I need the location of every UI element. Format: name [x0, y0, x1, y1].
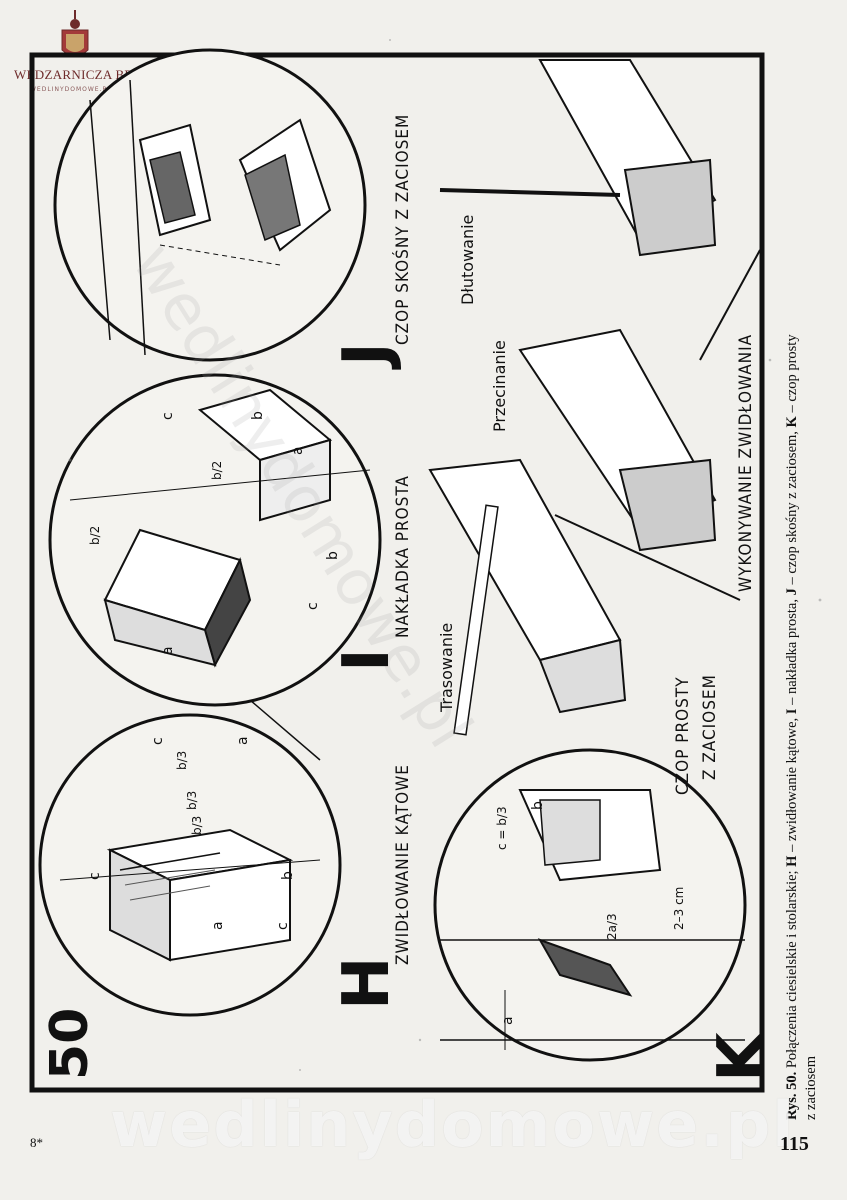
step-dlutowanie: Dłutowanie: [458, 214, 477, 305]
caption-h: H: [784, 855, 800, 867]
plate-frame: [29, 52, 765, 1093]
caption-k: K: [784, 416, 800, 428]
page-number: 115: [780, 1133, 809, 1155]
caption-j: J: [784, 588, 800, 596]
dim-b3-h2: b/3: [185, 790, 199, 810]
dim-c-h2: c: [275, 922, 291, 930]
dim-a-i: a: [160, 646, 176, 655]
detail-i-circle: [48, 373, 382, 707]
plate-number: 50: [40, 1007, 100, 1080]
title-wykonywanie: WYKONYWANIE ZWIDŁOWANIA: [736, 333, 756, 592]
caption-text1: Połączenia ciesielskie i stolarskie;: [784, 866, 800, 1072]
logo-subtitle: WEDLINYDOMOWE.PL: [30, 86, 112, 93]
watermark-bottom: wedlinydomowe.pl: [110, 1088, 796, 1161]
dim-c-i2: c: [160, 412, 176, 420]
caption-tj: – czop skośny z zaciosem,: [784, 427, 800, 589]
detail-j-circle: [53, 48, 367, 362]
dim-b3-h3: b/3: [190, 815, 204, 835]
dim-cm-k: 2–3 cm: [672, 886, 686, 930]
dim-b2-i2: b/2: [210, 460, 224, 480]
caption-th: – zwidłowanie kątowe,: [784, 714, 800, 856]
figure-caption-line1: Rys. 50. Połączenia ciesielskie i stolar…: [784, 334, 801, 1120]
footer-mark: 8*: [30, 1135, 43, 1150]
title-czop-skosny: CZOP SKOŚNY Z ZACIOSEM: [393, 113, 413, 345]
dim-c-i: c: [305, 602, 321, 610]
title-czop-prosty-1: CZOP PROSTY: [673, 676, 693, 795]
title-zwidlowanie-katowe: ZWIDŁOWANIE KĄTOWE: [393, 764, 413, 965]
dim-b-i2: b: [250, 411, 266, 420]
logo-name: WĘDZARNICZA BRAĆ: [14, 67, 153, 82]
dim-b-h: b: [280, 871, 296, 880]
dim-cc-k: c = b/3: [495, 806, 509, 850]
dim-a-k: a: [500, 1016, 516, 1025]
dim-b3-h1: b/3: [175, 750, 189, 770]
caption-tk: – czop prosty: [784, 334, 800, 417]
dim-b-i: b: [325, 551, 341, 560]
dim-b-k: b: [530, 801, 546, 810]
caption-ti: – nakładka prosta,: [784, 595, 800, 709]
dim-a-h: a: [210, 921, 226, 930]
detail-h-circle: [38, 699, 342, 1017]
step-trasowanie: Trasowanie: [437, 622, 456, 712]
workflow-drawing: [428, 59, 761, 736]
detail-k-circle: [433, 748, 747, 1062]
letter-i: I: [330, 648, 404, 672]
dim-a-i2: a: [290, 446, 306, 455]
letter-k: K: [705, 1032, 779, 1082]
dim-b2-i1: b/2: [88, 525, 102, 545]
letter-j: J: [330, 342, 404, 366]
step-przecinanie: Przecinanie: [490, 340, 509, 432]
figure-caption-line2: z zaciosem: [803, 1055, 819, 1120]
crest-icon: [61, 10, 89, 57]
title-czop-prosty-2: Z ZACIOSEM: [700, 674, 720, 780]
dim-c-h1: c: [87, 872, 103, 880]
caption-i: I: [784, 708, 800, 715]
title-nakladka-prosta: NAKŁADKA PROSTA: [393, 475, 413, 638]
site-logo: WĘDZARNICZA BRAĆ WEDLINYDOMOWE.PL: [0, 0, 153, 100]
dim-c-h3: c: [150, 737, 166, 745]
dim-2a-k: 2a/3: [605, 913, 619, 940]
dim-a-h2: a: [235, 736, 251, 745]
